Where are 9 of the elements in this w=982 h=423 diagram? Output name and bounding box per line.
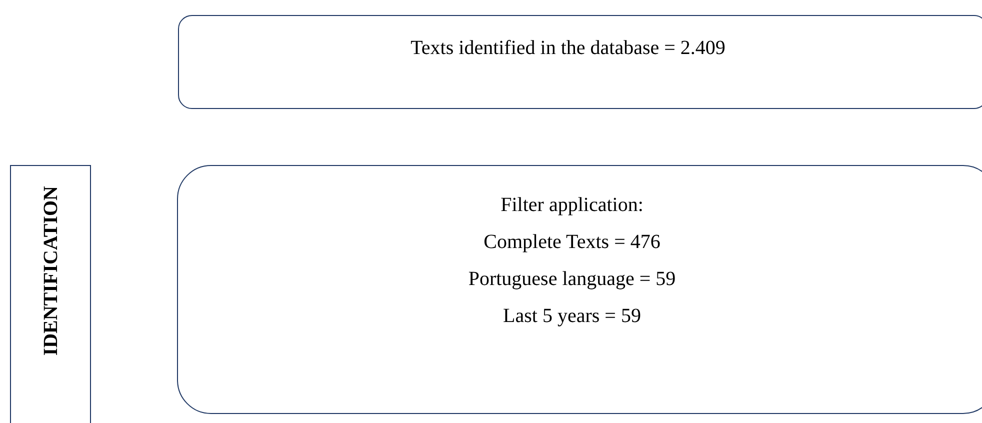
box-heading: Filter application: [500, 193, 644, 217]
label-box [10, 165, 91, 423]
filter-line: Complete Texts = 476 [484, 230, 660, 254]
filter-box [177, 165, 982, 414]
result-box [178, 15, 982, 109]
box-heading: Texts identified in the database = 2.409 [410, 36, 726, 60]
filter-line: Portuguese language = 59 [468, 267, 676, 291]
filter-line: Last 5 years = 59 [503, 304, 641, 328]
section-label: IDENTIFICATION [38, 186, 62, 356]
